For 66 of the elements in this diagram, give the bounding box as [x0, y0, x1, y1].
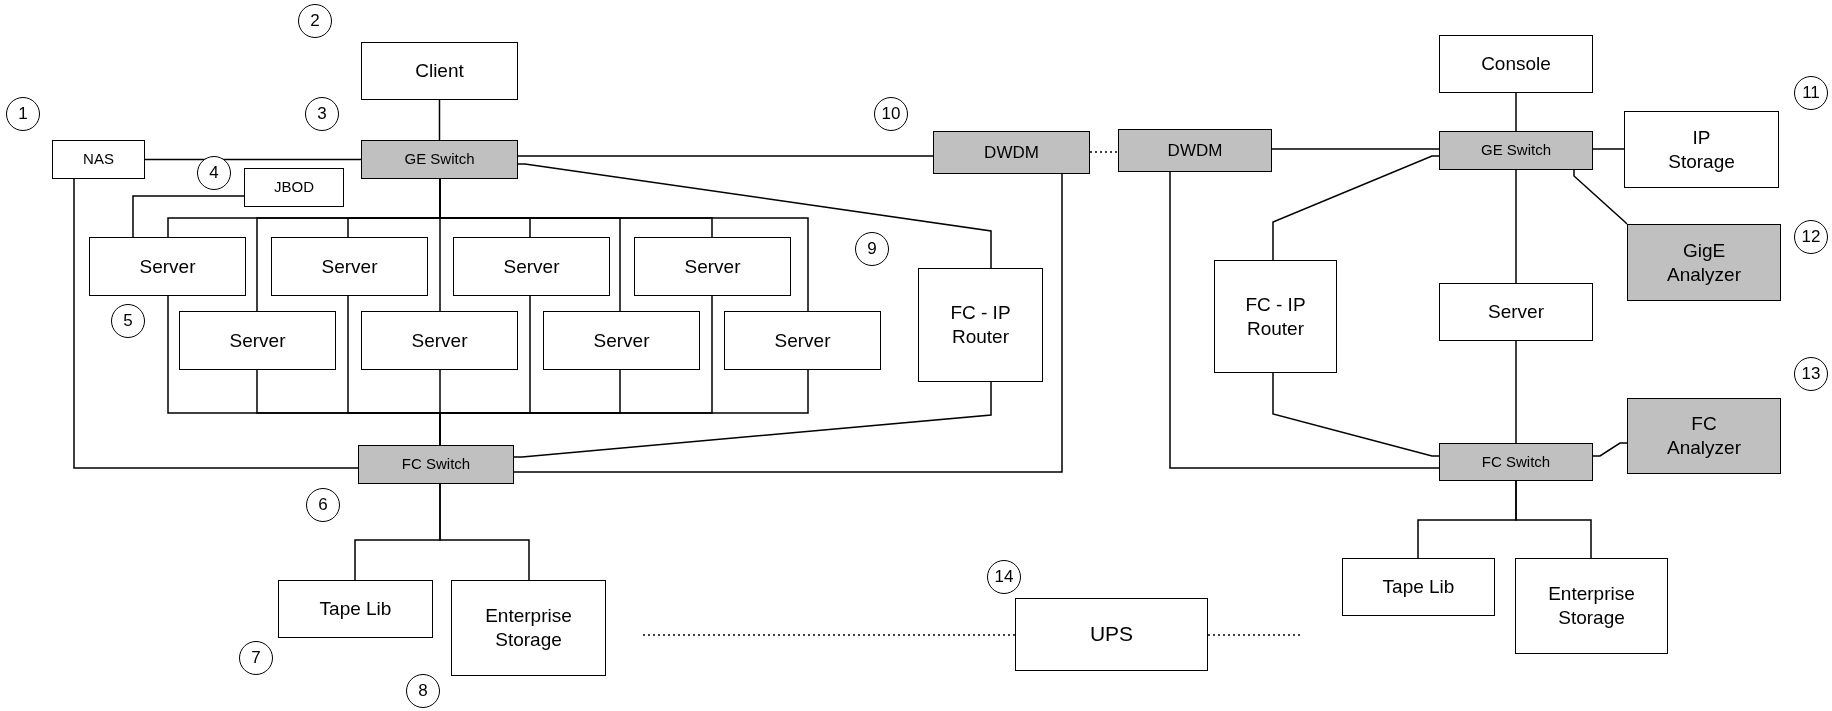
router-box: FC - IP Router [1214, 260, 1337, 373]
multiplexer-box: DWDM [933, 131, 1090, 174]
connector-line [1169, 171, 1440, 469]
computer-box: Client [361, 42, 518, 100]
storage-box: JBOD [244, 168, 344, 207]
connector-line [517, 163, 992, 269]
switch-box: GE Switch [361, 140, 518, 179]
multiplexer-box: DWDM [1118, 129, 1272, 172]
server-box: Server [179, 311, 336, 370]
connector-line [73, 178, 359, 469]
connector-line [1272, 372, 1440, 457]
storage-box: IP Storage [1624, 111, 1779, 188]
callout-number: 9 [855, 232, 889, 266]
dotted-line [642, 634, 1016, 636]
server-box: Server [724, 311, 881, 370]
connector-line [1515, 92, 1517, 132]
server-box: Server [634, 237, 791, 296]
server-box: Server [543, 311, 700, 370]
connector-line [1592, 148, 1625, 150]
callout-number: 13 [1794, 357, 1828, 391]
connector-line [439, 483, 530, 581]
callout-number: 10 [874, 97, 908, 131]
connector-line [144, 158, 362, 161]
callout-number: 3 [305, 97, 339, 131]
connector-line [1592, 442, 1628, 457]
power-supply-box: UPS [1015, 598, 1208, 671]
callout-number: 2 [298, 4, 332, 38]
callout-number: 11 [1794, 76, 1828, 110]
connector-line [1573, 169, 1628, 225]
switch-box: FC Switch [358, 445, 514, 484]
server-box: Server [361, 311, 518, 370]
callout-number: 7 [239, 641, 273, 675]
analyzer-box: FC Analyzer [1627, 398, 1781, 474]
connector-line [513, 173, 1063, 473]
callout-number: 4 [197, 156, 231, 190]
storage-box: Enterprise Storage [1515, 558, 1668, 654]
callout-number: 14 [987, 560, 1021, 594]
callout-number: 6 [306, 488, 340, 522]
callout-number: 1 [6, 97, 40, 131]
tape-library-box: Tape Lib [1342, 558, 1495, 616]
dotted-line [1207, 634, 1301, 636]
connector-line [1515, 169, 1517, 284]
router-box: FC - IP Router [918, 268, 1043, 382]
connector-line [1271, 148, 1440, 150]
computer-box: Console [1439, 35, 1593, 93]
analyzer-box: GigE Analyzer [1627, 224, 1781, 301]
storage-box: Enterprise Storage [451, 580, 606, 676]
connector-line [1515, 340, 1517, 444]
connector-line [517, 155, 934, 157]
switch-box: GE Switch [1439, 131, 1593, 170]
server-box: Server [453, 237, 610, 296]
callout-number: 12 [1794, 220, 1828, 254]
server-box: Server [89, 237, 246, 296]
tape-library-box: Tape Lib [278, 580, 433, 638]
server-box: Server [1439, 283, 1593, 341]
connector-line [132, 195, 245, 238]
dotted-line [1089, 151, 1119, 153]
server-box: Server [271, 237, 428, 296]
connector-line [513, 381, 992, 458]
switch-box: FC Switch [1439, 443, 1593, 481]
storage-box: NAS [52, 140, 145, 179]
connector-line [1515, 480, 1592, 559]
callout-number: 8 [406, 674, 440, 708]
callout-number: 5 [111, 304, 145, 338]
connector-line [438, 99, 441, 141]
connector-line [1272, 155, 1440, 261]
